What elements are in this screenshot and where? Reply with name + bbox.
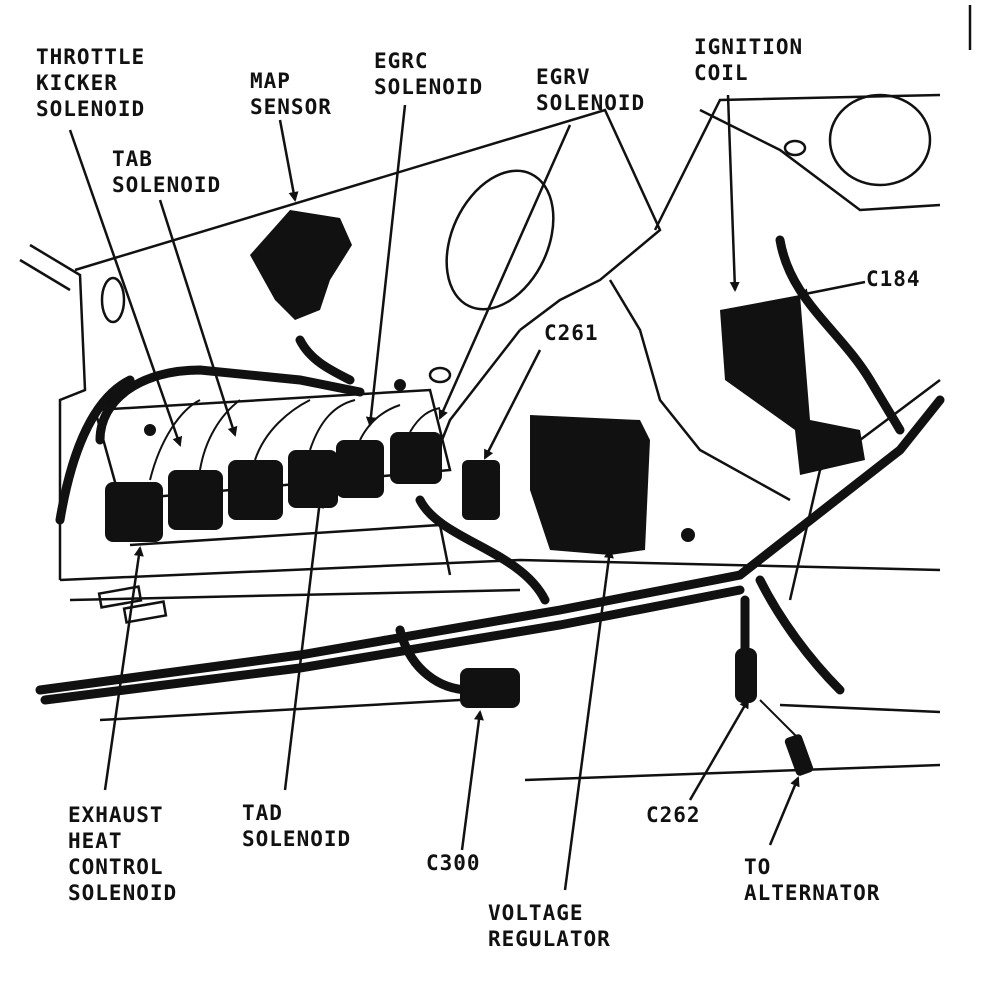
voltage-regulator-label: VOLTAGE REGULATOR	[488, 901, 611, 951]
egrc-solenoid-label: EGRC SOLENOID	[374, 49, 484, 99]
fasteners	[144, 379, 695, 542]
c300-connector-shape	[460, 668, 520, 708]
exhaust-heat-control-solenoid-label: EXHAUST HEAT CONTROL SOLENOID	[68, 803, 178, 905]
tad-solenoid-label: TAD SOLENOID	[242, 801, 352, 851]
to-alternator-label: TO ALTERNATOR	[744, 855, 881, 905]
c300-label: C300	[426, 851, 481, 875]
ignition-coil-label: IGNITION COIL	[694, 35, 804, 85]
solenoid-blocks	[105, 432, 442, 542]
tab-solenoid-label: TAB SOLENOID	[112, 147, 222, 197]
map-sensor-shape	[250, 210, 352, 320]
panel-openings	[97, 93, 932, 624]
throttle-kicker-solenoid-label: THROTTLE KICKER SOLENOID	[36, 45, 146, 121]
harness-wires	[149, 399, 801, 741]
c184-label: C184	[866, 267, 921, 291]
c261-connector-shape	[462, 460, 500, 520]
voltage-regulator-shape	[530, 415, 650, 555]
c262-connector-shape	[735, 648, 757, 703]
map-sensor-label: MAP SENSOR	[250, 69, 332, 119]
c261-label: C261	[544, 321, 599, 345]
ignition-coil-shape	[720, 295, 865, 475]
leader-arrows	[68, 94, 866, 891]
wiring-harness	[35, 235, 945, 705]
egrv-solenoid-label: EGRV SOLENOID	[536, 65, 646, 115]
alternator-plug-shape	[784, 734, 814, 776]
c262-label: C262	[646, 803, 701, 827]
